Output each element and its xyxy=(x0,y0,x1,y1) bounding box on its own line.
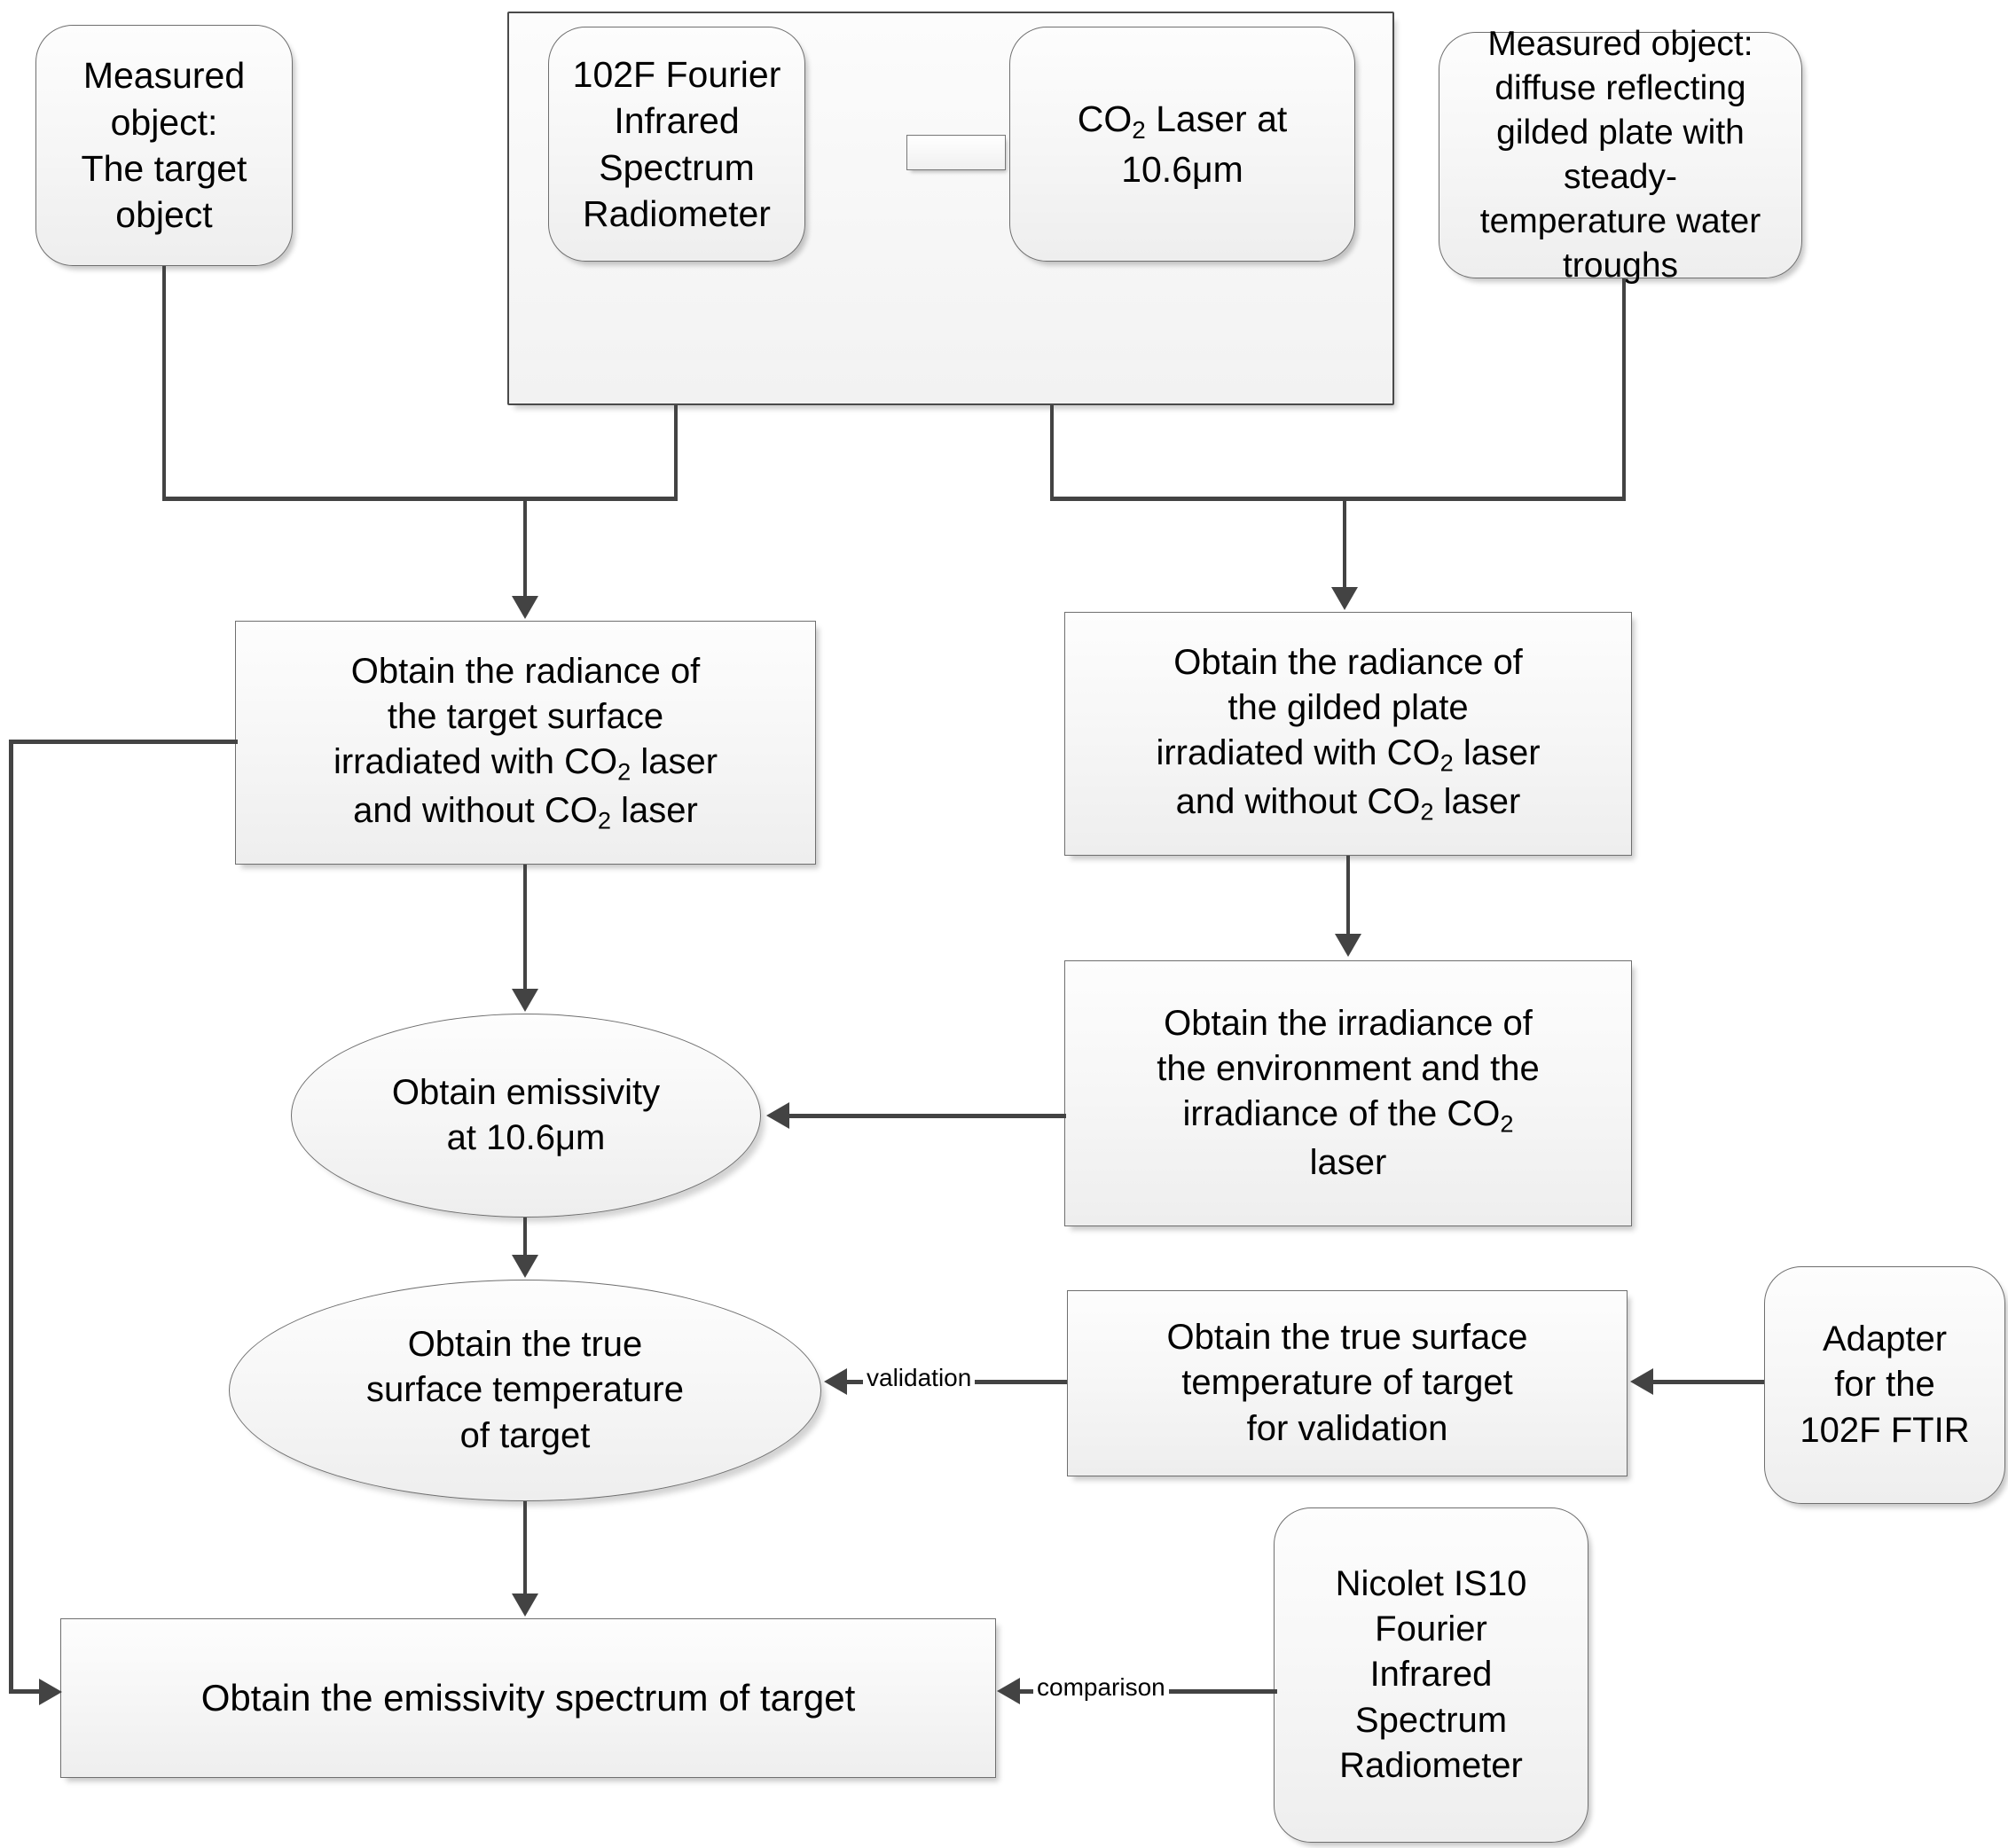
edge-target-source-down xyxy=(162,266,166,500)
node-label: Measured object: The target object xyxy=(81,55,247,236)
arrow-validation xyxy=(824,1368,847,1395)
irradiance-line2: the environment and the xyxy=(1157,1049,1540,1089)
edge-irradiance-to-emissivity xyxy=(789,1114,1066,1118)
edge-co2-laser-down xyxy=(1050,405,1054,500)
arrow-into-radiance-gilded xyxy=(1331,587,1358,610)
radiance-gilded-line3-a: irradiated with CO xyxy=(1156,733,1440,773)
validation-box-line3: for validation xyxy=(1246,1408,1448,1448)
radiance-target-line4-b: laser xyxy=(611,790,698,830)
node-label: Nicolet IS10 Fourier Infrared Spectrum R… xyxy=(1335,1564,1527,1785)
edge-feedback-bottom xyxy=(9,1689,41,1694)
node-label: Obtain emissivity at 10.6μm xyxy=(301,1070,751,1161)
edge-right-junction-bar xyxy=(1050,497,1626,501)
instrument-link-block xyxy=(906,135,1006,170)
edge-radiance-target-to-emissivity xyxy=(523,865,527,989)
edge-feedback-vertical xyxy=(9,740,13,1692)
node-label: CO2 Laser at 10.6μm xyxy=(1019,96,1345,192)
radiance-gilded-line4-sub: 2 xyxy=(1420,797,1434,826)
edge-into-radiance-target xyxy=(523,497,527,596)
radiance-gilded-line3-sub: 2 xyxy=(1439,748,1454,777)
node-nicolet-is10[interactable]: Nicolet IS10 Fourier Infrared Spectrum R… xyxy=(1274,1507,1588,1843)
edge-radiance-gilded-to-irradiance xyxy=(1346,856,1350,934)
arrow-feedback-into-spectrum xyxy=(39,1679,62,1705)
node-co2-laser[interactable]: CO2 Laser at 10.6μm xyxy=(1009,27,1355,262)
radiance-target-line1: Obtain the radiance of xyxy=(350,651,701,691)
emissivity-line1: Obtain emissivity xyxy=(391,1072,661,1112)
irradiance-line3-a: irradiance of the CO xyxy=(1182,1094,1501,1134)
node-adapter-102f[interactable]: Adapter for the 102F FTIR xyxy=(1764,1266,2005,1504)
node-irradiance-env-laser[interactable]: Obtain the irradiance of the environment … xyxy=(1064,960,1632,1226)
node-label: 102F Fourier Infrared Spectrum Radiomete… xyxy=(572,53,781,234)
node-label: Obtain the true surface temperature of tar… xyxy=(239,1322,812,1459)
arrow-into-radiance-target xyxy=(512,596,538,619)
node-true-temp-target[interactable]: Obtain the true surface temperature of tar… xyxy=(229,1280,821,1501)
radiance-target-line3-b: laser xyxy=(631,742,718,782)
co2-laser-line2: 10.6μm xyxy=(1121,148,1243,190)
arrow-into-irradiance xyxy=(1335,934,1361,957)
node-emissivity-106[interactable]: Obtain emissivity at 10.6μm xyxy=(291,1014,761,1218)
validation-box-line1: Obtain the true surface xyxy=(1166,1318,1528,1358)
true-temp-line1: Obtain the true xyxy=(407,1325,643,1365)
arrow-into-emissivity xyxy=(512,989,538,1012)
node-label: Measured object: diffuse reflecting gild… xyxy=(1479,25,1761,285)
node-label: Obtain the irradiance of the environment … xyxy=(1074,1001,1622,1186)
arrow-adapter-to-validation xyxy=(1630,1368,1653,1395)
radiance-target-line3-sub: 2 xyxy=(617,757,631,786)
edge-into-radiance-gilded xyxy=(1343,497,1346,587)
arrow-comparison xyxy=(997,1678,1020,1704)
node-measured-object-gilded[interactable]: Measured object: diffuse reflecting gild… xyxy=(1439,25,1802,285)
radiance-target-line4-sub: 2 xyxy=(597,806,611,834)
edge-gilded-source-down xyxy=(1622,278,1626,500)
edge-emissivity-to-true-temp xyxy=(523,1218,527,1255)
radiance-gilded-line3-b: laser xyxy=(1453,733,1541,773)
co2-laser-subscript: 2 xyxy=(1132,115,1146,144)
edge-feedback-top xyxy=(9,740,238,744)
true-temp-line2: surface temperature xyxy=(366,1370,684,1410)
node-measured-object-target[interactable]: Measured object: The target object xyxy=(35,25,293,266)
edge-label-comparison: comparison xyxy=(1033,1673,1169,1702)
edge-label-validation: validation xyxy=(863,1364,976,1392)
radiance-gilded-line1: Obtain the radiance of xyxy=(1173,642,1523,682)
emissivity-line2: at 10.6μm xyxy=(446,1118,606,1157)
irradiance-line1: Obtain the irradiance of xyxy=(1164,1004,1533,1043)
radiance-gilded-line4-a: and without CO xyxy=(1175,781,1421,821)
arrow-into-emissivity-left xyxy=(766,1102,789,1129)
radiance-gilded-line2: the gilded plate xyxy=(1228,688,1469,728)
true-temp-line3: of target xyxy=(459,1415,591,1455)
node-label: Adapter for the 102F FTIR xyxy=(1800,1319,1970,1450)
arrow-into-true-temp xyxy=(512,1255,538,1278)
irradiance-line4: laser xyxy=(1309,1142,1387,1182)
radiance-gilded-line4-b: laser xyxy=(1433,781,1521,821)
edge-true-temp-to-spectrum xyxy=(523,1501,527,1594)
co2-laser-line1-b: Laser at xyxy=(1145,98,1288,140)
node-label: Obtain the radiance of the gilded plate ir… xyxy=(1074,640,1622,827)
co2-laser-line1-a: CO xyxy=(1077,98,1133,140)
node-ftir-102f[interactable]: 102F Fourier Infrared Spectrum Radiomete… xyxy=(548,27,805,262)
irradiance-line3-sub: 2 xyxy=(1500,1109,1514,1138)
radiance-target-line2: the target surface xyxy=(387,697,664,737)
node-emissivity-spectrum[interactable]: Obtain the emissivity spectrum of target xyxy=(60,1618,996,1778)
node-label: Obtain the radiance of the target surface… xyxy=(245,649,806,836)
edge-ftir-down xyxy=(674,405,678,500)
node-label: Obtain the emissivity spectrum of target xyxy=(200,1677,856,1719)
radiance-target-line3-a: irradiated with CO xyxy=(333,742,618,782)
node-label: Obtain the true surface temperature of ta… xyxy=(1077,1315,1618,1452)
validation-box-line2: temperature of target xyxy=(1181,1363,1513,1403)
edge-left-junction-bar xyxy=(162,497,678,501)
radiance-target-line4-a: and without CO xyxy=(353,790,598,830)
node-true-temp-validation[interactable]: Obtain the true surface temperature of ta… xyxy=(1067,1290,1628,1476)
arrow-into-spectrum xyxy=(512,1594,538,1617)
edge-adapter-to-validation xyxy=(1653,1380,1764,1384)
node-radiance-target[interactable]: Obtain the radiance of the target surface… xyxy=(235,621,816,865)
node-radiance-gilded[interactable]: Obtain the radiance of the gilded plate ir… xyxy=(1064,612,1632,856)
